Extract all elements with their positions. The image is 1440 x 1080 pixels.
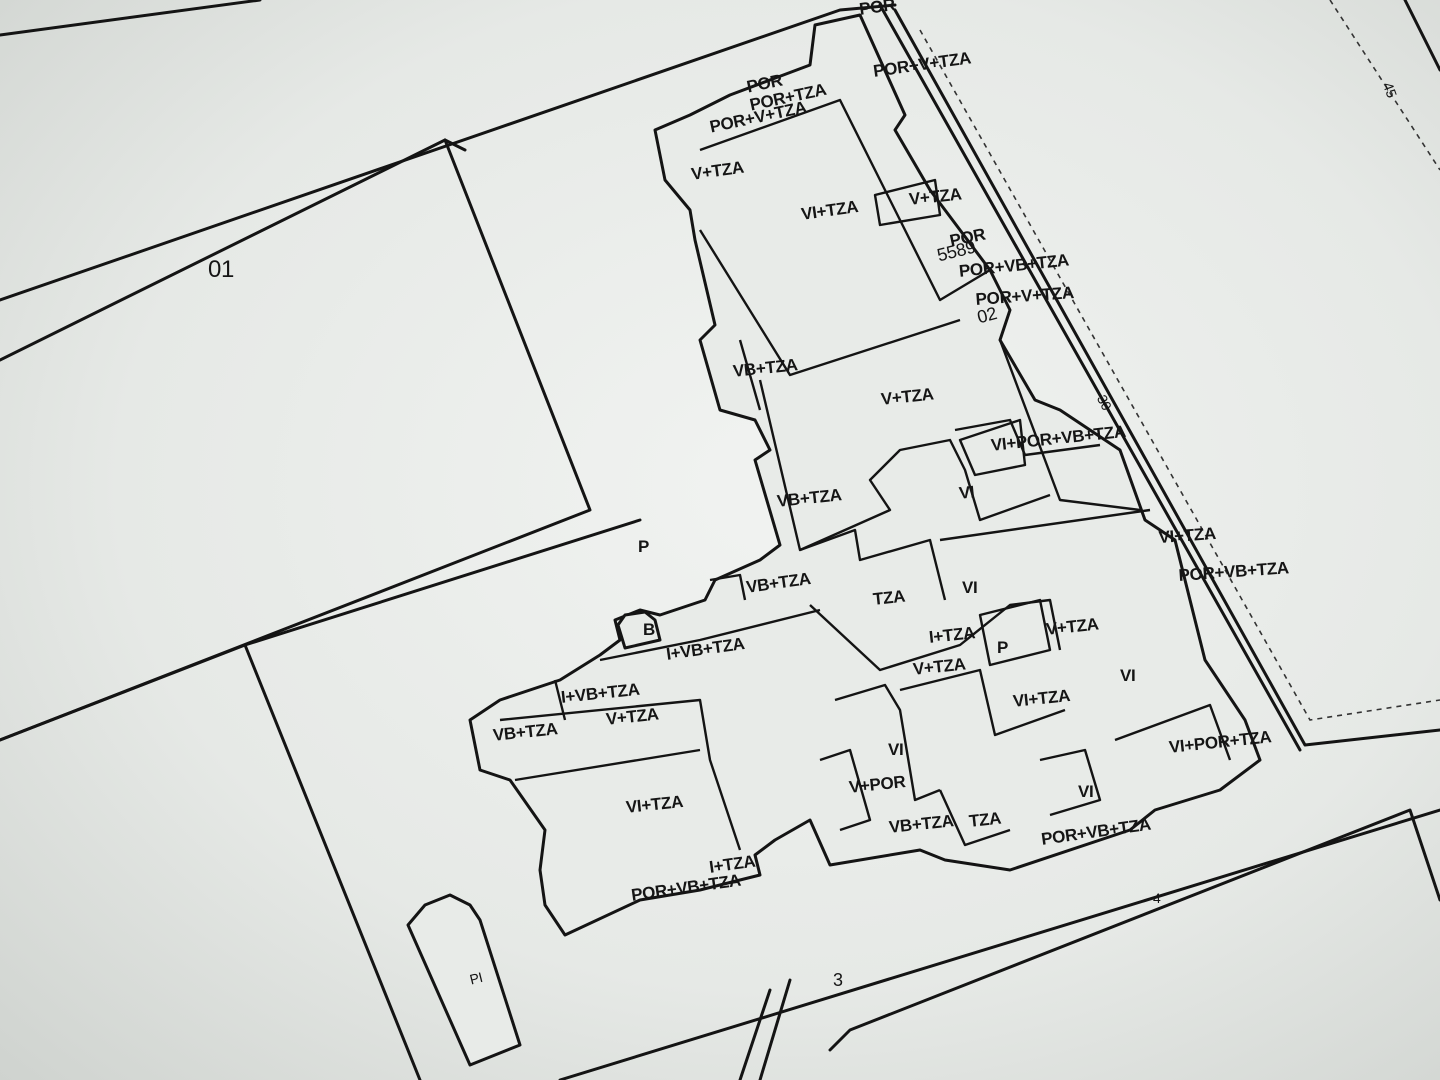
parcel-01-divider: [443, 138, 467, 152]
room-line-17: [1114, 703, 1232, 761]
parcel-east-boundary: [878, 3, 1302, 752]
parcel-east-boundary-b: [893, 8, 1440, 747]
bump-b: [616, 610, 662, 650]
parcel-edge-ne: [1403, 0, 1440, 72]
room-line-9: [599, 608, 821, 662]
room-line-4: [998, 339, 1141, 512]
room-line-11: [514, 748, 701, 782]
building-main-outline: [468, 13, 1262, 937]
parcel-boundary-top: [0, 0, 262, 37]
label-vi-2: VI: [962, 578, 978, 597]
parcel-number-01: 01: [208, 256, 235, 283]
label-p-2: P: [997, 638, 1009, 657]
room-line-22: [709, 573, 747, 601]
room-line-5: [954, 418, 1101, 457]
parcel-number-4: 4: [1153, 890, 1161, 906]
label-b: B: [643, 620, 655, 639]
room-line-3: [758, 379, 1051, 552]
room-line-6: [799, 528, 947, 601]
label-tza-1: TZA: [872, 586, 906, 609]
room-line-21: [738, 339, 762, 411]
label-vi-1: VI: [958, 482, 976, 503]
room-line-19: [958, 418, 1027, 477]
room-line-15: [938, 789, 1011, 847]
parcel-3-outline-b: [758, 978, 792, 1080]
room-line-8: [809, 598, 1062, 672]
room-line-7: [939, 508, 1151, 542]
easement-dashed-north: [1329, 0, 1440, 171]
room-line-16: [1039, 748, 1102, 817]
label-tza-2: TZA: [968, 808, 1002, 831]
label-vi-5: VI: [1078, 782, 1094, 801]
room-line-23: [553, 679, 567, 721]
room-line-1: [699, 98, 991, 302]
parcel-4-outline: [828, 808, 1440, 1052]
room-line-2: [698, 229, 961, 377]
room-line-12: [834, 683, 941, 802]
easement-dashed-east: [919, 29, 1440, 721]
parcel-boundary-north: [0, 3, 897, 302]
label-vi-3: VI: [1120, 666, 1136, 685]
room-line-10: [499, 698, 742, 851]
room-line-14: [819, 748, 872, 832]
label-vi-4: VI: [888, 740, 904, 759]
parcel-lower-west: [243, 643, 422, 1080]
room-line-18: [873, 178, 942, 227]
label-vi-tza-2: VI+TZA: [1158, 524, 1217, 547]
parcel-3-outline: [738, 988, 772, 1080]
parcel-01-outline: [0, 138, 592, 742]
parcel-number-3: 3: [833, 970, 843, 990]
label-p-1: P: [638, 537, 650, 556]
outbuilding-pi: [406, 893, 522, 1067]
room-line-13: [899, 668, 1066, 737]
room-line-20: [978, 598, 1052, 667]
